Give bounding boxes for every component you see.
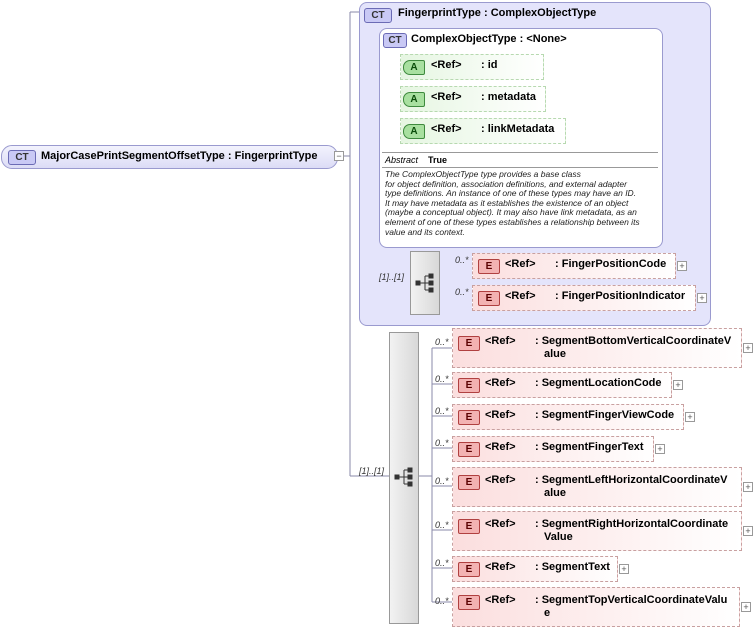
- attribute-icon: A: [403, 124, 425, 139]
- doc-line: value and its context.: [385, 226, 465, 237]
- element-multiplicity: 0..*: [435, 476, 449, 486]
- element-icon: E: [458, 595, 480, 610]
- attribute-metadata[interactable]: A <Ref> : metadata: [400, 86, 546, 112]
- element-segment-top-vertical-coordinate-value[interactable]: E <Ref> : SegmentTopVerticalCoordinateVa…: [452, 587, 740, 627]
- element-segment-text[interactable]: E <Ref> : SegmentText: [452, 556, 618, 582]
- element-icon: E: [478, 291, 500, 306]
- element-multiplicity: 0..*: [435, 406, 449, 416]
- element-multiplicity: 0..*: [435, 558, 449, 568]
- element-segment-location-code[interactable]: E <Ref> : SegmentLocationCode: [452, 372, 672, 398]
- element-name: : SegmentFingerText: [535, 441, 644, 453]
- doc-line: for object definition, association defin…: [385, 178, 627, 189]
- element-icon: E: [458, 442, 480, 457]
- expand-icon[interactable]: +: [673, 380, 683, 390]
- sequence-icon: [394, 467, 413, 487]
- element-multiplicity: 0..*: [455, 255, 469, 265]
- attribute-icon: A: [403, 92, 425, 107]
- element-icon: E: [458, 519, 480, 534]
- attribute-icon: A: [403, 60, 425, 75]
- element-segment-left-horizontal-coordinate-value[interactable]: E <Ref> : SegmentLeftHorizontalCoordinat…: [452, 467, 742, 507]
- element-multiplicity: 0..*: [435, 374, 449, 384]
- expand-icon[interactable]: +: [743, 482, 753, 492]
- doc-line: The ComplexObjectType type provides a ba…: [385, 169, 581, 179]
- element-segment-right-horizontal-coordinate-value[interactable]: E <Ref> : SegmentRightHorizontalCoordina…: [452, 511, 742, 551]
- element-name: : FingerPositionCode: [555, 258, 667, 270]
- attribute-id[interactable]: A <Ref> : id: [400, 54, 544, 80]
- element-ref: <Ref>: [485, 518, 516, 530]
- element-ref: <Ref>: [505, 258, 536, 270]
- element-icon: E: [458, 336, 480, 351]
- element-ref: <Ref>: [485, 594, 516, 606]
- element-ref: <Ref>: [485, 377, 516, 389]
- expand-icon[interactable]: +: [743, 526, 753, 536]
- sequence-multiplicity: [1]..[1]: [359, 466, 385, 476]
- element-ref: <Ref>: [485, 335, 516, 347]
- doc-divider: [382, 167, 658, 168]
- documentation-text: The ComplexObjectType type provides a ba…: [385, 169, 661, 237]
- expand-icon[interactable]: +: [677, 261, 687, 271]
- doc-line: It may have metadata as it establishes t…: [385, 197, 629, 208]
- abstract-value: True: [428, 155, 448, 165]
- inner-type-title[interactable]: ComplexObjectType : <None>: [411, 33, 567, 45]
- attribute-link-metadata[interactable]: A <Ref> : linkMetadata: [400, 118, 566, 144]
- expand-icon[interactable]: +: [697, 293, 707, 303]
- element-icon: E: [458, 475, 480, 490]
- element-name: : SegmentLocationCode: [535, 377, 662, 389]
- sequence-icon: [415, 273, 434, 293]
- attribute-ref: <Ref>: [431, 123, 462, 135]
- element-segment-finger-view-code[interactable]: E <Ref> : SegmentFingerViewCode: [452, 404, 684, 430]
- root-type-name: MajorCasePrintSegmentOffsetType : Finger…: [41, 150, 318, 162]
- abstract-label: Abstract: [385, 155, 419, 165]
- element-finger-position-code[interactable]: E <Ref> : FingerPositionCode: [472, 253, 676, 279]
- element-icon: E: [458, 410, 480, 425]
- element-segment-finger-text[interactable]: E <Ref> : SegmentFingerText: [452, 436, 654, 462]
- sequence-multiplicity: [1]..[1]: [379, 272, 405, 282]
- root-type-node[interactable]: CT MajorCasePrintSegmentOffsetType : Fin…: [1, 145, 338, 169]
- element-multiplicity: 0..*: [435, 520, 449, 530]
- element-icon: E: [458, 562, 480, 577]
- attribute-ref: <Ref>: [431, 91, 462, 103]
- element-segment-bottom-vertical-coordinate-value[interactable]: E <Ref> : SegmentBottomVerticalCoordinat…: [452, 328, 742, 368]
- base-type-title[interactable]: FingerprintType : ComplexObjectType: [398, 7, 597, 19]
- element-ref: <Ref>: [485, 561, 516, 573]
- doc-line: type definitions. An instance of one of …: [385, 188, 637, 199]
- element-finger-position-indicator[interactable]: E <Ref> : FingerPositionIndicator: [472, 285, 696, 311]
- element-ref: <Ref>: [485, 441, 516, 453]
- element-multiplicity: 0..*: [435, 596, 449, 606]
- element-multiplicity: 0..*: [435, 438, 449, 448]
- doc-line: element of one of these types establishe…: [385, 216, 640, 227]
- attribute-ref: <Ref>: [431, 59, 462, 71]
- attribute-name: : linkMetadata: [481, 123, 555, 135]
- expand-icon[interactable]: +: [743, 343, 753, 353]
- doc-divider: [382, 152, 658, 153]
- element-icon: E: [458, 378, 480, 393]
- collapse-icon[interactable]: −: [334, 151, 344, 161]
- element-multiplicity: 0..*: [435, 337, 449, 347]
- element-ref: <Ref>: [485, 474, 516, 486]
- element-multiplicity: 0..*: [455, 287, 469, 297]
- element-name: : SegmentText: [535, 561, 610, 573]
- element-name: : FingerPositionIndicator: [555, 290, 686, 302]
- expand-icon[interactable]: +: [619, 564, 629, 574]
- element-ref: <Ref>: [485, 409, 516, 421]
- attribute-name: : id: [481, 59, 498, 71]
- base-sequence-compositor[interactable]: [410, 251, 440, 315]
- complex-type-icon: CT: [364, 8, 392, 23]
- attribute-name: : metadata: [481, 91, 537, 103]
- expand-icon[interactable]: +: [685, 412, 695, 422]
- complex-type-icon: CT: [8, 150, 36, 165]
- doc-line: (maybe a conceptual object). It may also…: [385, 207, 637, 218]
- element-ref: <Ref>: [505, 290, 536, 302]
- expand-icon[interactable]: +: [655, 444, 665, 454]
- complex-type-icon: CT: [383, 33, 407, 48]
- element-name: : SegmentFingerViewCode: [535, 409, 675, 421]
- element-icon: E: [478, 259, 500, 274]
- expand-icon[interactable]: +: [741, 602, 751, 612]
- main-sequence-compositor[interactable]: [389, 332, 419, 624]
